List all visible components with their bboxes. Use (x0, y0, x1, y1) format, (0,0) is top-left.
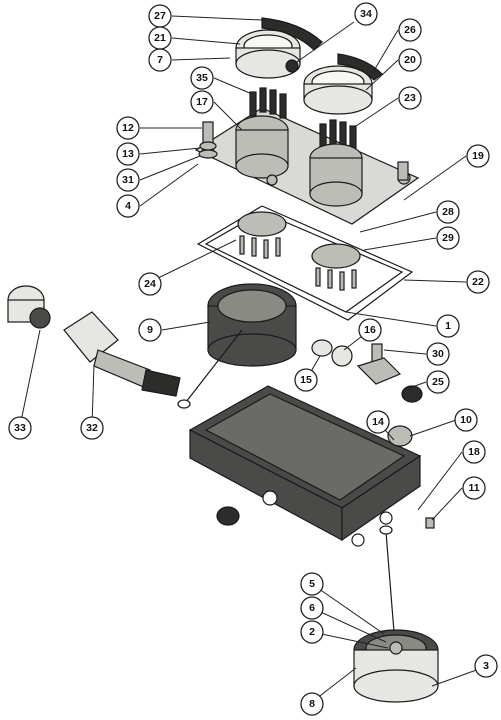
callout-5: 5 (300, 572, 324, 596)
callout-label-3: 3 (483, 660, 489, 672)
screw-small (425, 517, 435, 529)
callout-16: 16 (358, 318, 382, 342)
callout-label-29: 29 (442, 232, 454, 244)
callout-19: 19 (466, 144, 490, 168)
callout-label-18: 18 (468, 446, 480, 458)
callout-8: 8 (300, 692, 324, 716)
callout-29: 29 (436, 226, 460, 250)
callout-label-16: 16 (364, 324, 376, 336)
callout-label-13: 13 (122, 148, 134, 160)
callout-9: 9 (138, 318, 162, 342)
bottom-cap (353, 525, 439, 703)
right-screw (397, 161, 409, 181)
callout-17: 17 (190, 90, 214, 114)
upper-plate (194, 107, 420, 225)
main-housing (188, 385, 422, 547)
callout-label-2: 2 (309, 626, 315, 638)
callout-label-20: 20 (404, 54, 416, 66)
callout-14: 14 (366, 410, 390, 434)
callout-label-5: 5 (309, 578, 315, 590)
callout-31: 31 (116, 168, 140, 192)
insert-right (309, 119, 363, 207)
callout-label-31: 31 (122, 174, 134, 186)
ring-assembly-right (303, 53, 383, 115)
callout-label-30: 30 (432, 348, 444, 360)
callout-26: 26 (398, 18, 422, 42)
callout-1: 1 (436, 314, 460, 338)
cable-clamp (7, 285, 51, 329)
callout-label-12: 12 (122, 122, 134, 134)
callout-3: 3 (474, 654, 498, 678)
callout-label-6: 6 (309, 602, 315, 614)
callout-label-26: 26 (404, 24, 416, 36)
callout-25: 25 (426, 370, 450, 394)
callout-label-35: 35 (196, 72, 208, 84)
callout-18: 18 (462, 440, 486, 464)
callout-label-32: 32 (86, 422, 98, 434)
callout-10: 10 (454, 408, 478, 432)
callout-6: 6 (300, 596, 324, 620)
callout-label-10: 10 (460, 414, 472, 426)
connector-disc-left (237, 211, 287, 259)
callout-20: 20 (398, 48, 422, 72)
ring-assembly-left (235, 17, 323, 79)
callout-label-24: 24 (144, 278, 156, 290)
callout-label-28: 28 (442, 206, 454, 218)
callout-label-7: 7 (157, 54, 163, 66)
plug-small (387, 425, 413, 447)
callout-label-14: 14 (372, 416, 384, 428)
callout-label-27: 27 (154, 10, 166, 22)
callout-2: 2 (300, 620, 324, 644)
callout-11: 11 (462, 476, 486, 500)
top-cap (177, 283, 297, 409)
callout-label-1: 1 (445, 320, 451, 332)
callout-label-8: 8 (309, 698, 315, 710)
callout-label-22: 22 (472, 276, 484, 288)
callout-21: 21 (148, 26, 172, 50)
connector-disc-right (311, 243, 361, 291)
callout-label-23: 23 (404, 92, 416, 104)
callout-34: 34 (354, 2, 378, 26)
callout-22: 22 (466, 270, 490, 294)
left-screw-stack (198, 121, 218, 159)
callout-label-4: 4 (125, 200, 131, 212)
callout-label-19: 19 (472, 150, 484, 162)
callout-30: 30 (426, 342, 450, 366)
callout-label-17: 17 (196, 96, 208, 108)
leader-lines (19, 15, 483, 703)
callout-7: 7 (148, 48, 172, 72)
cable-gland (63, 311, 181, 397)
callout-27: 27 (148, 4, 172, 28)
callout-4: 4 (116, 194, 140, 218)
callout-35: 35 (190, 66, 214, 90)
callout-label-9: 9 (147, 324, 153, 336)
callout-15: 15 (294, 368, 318, 392)
callout-23: 23 (398, 86, 422, 110)
callout-label-15: 15 (300, 374, 312, 386)
callout-label-21: 21 (154, 32, 166, 44)
callout-label-34: 34 (360, 8, 372, 20)
callout-label-25: 25 (432, 376, 444, 388)
bracket (356, 343, 423, 403)
nut-small (311, 339, 353, 367)
insert-left (235, 87, 289, 186)
callout-label-11: 11 (468, 482, 479, 494)
callout-12: 12 (116, 116, 140, 140)
callout-13: 13 (116, 142, 140, 166)
callout-label-33: 33 (14, 422, 26, 434)
bottom-plug (216, 506, 240, 526)
callout-32: 32 (80, 416, 104, 440)
callout-33: 33 (8, 416, 32, 440)
callout-24: 24 (138, 272, 162, 296)
callout-28: 28 (436, 200, 460, 224)
